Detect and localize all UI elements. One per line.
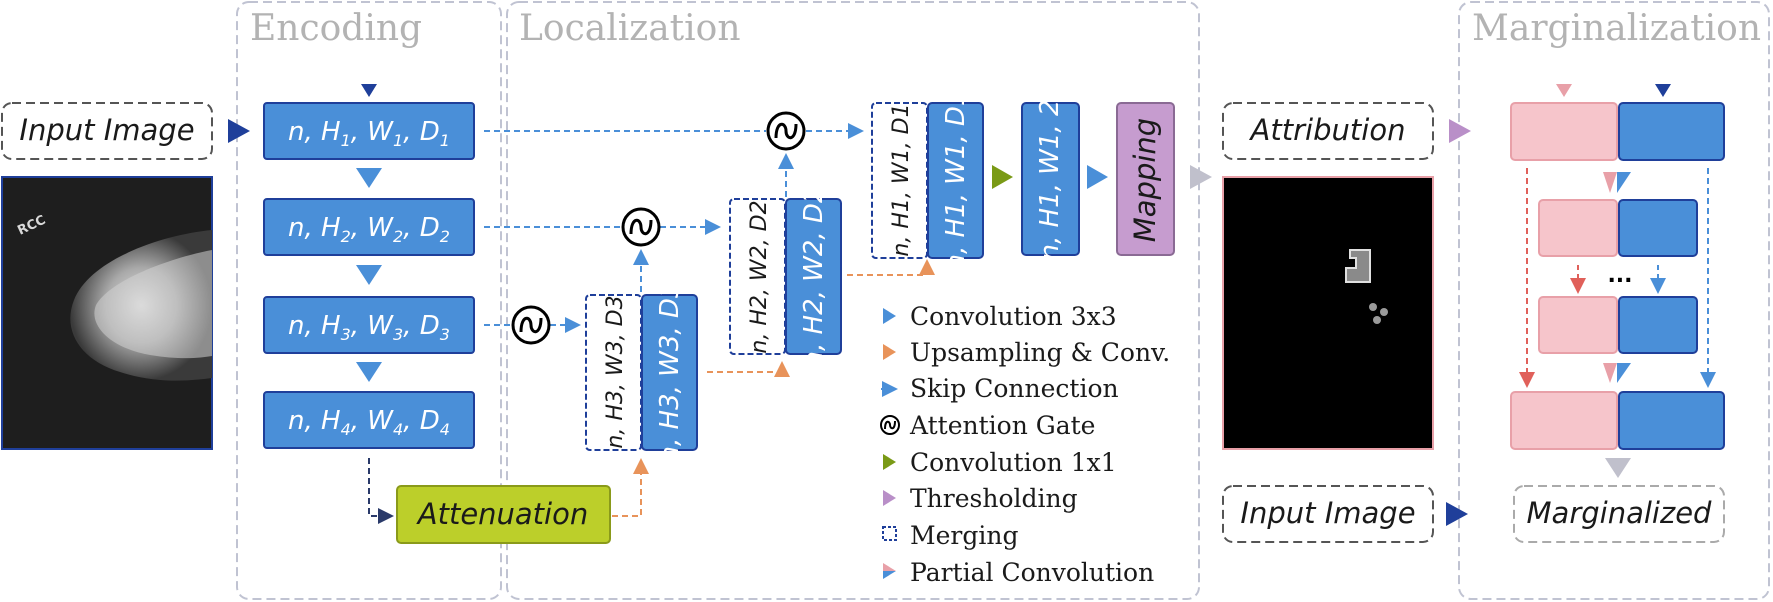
legend-label: Upsampling & Conv. — [910, 338, 1170, 367]
conv-arrow-icon — [356, 362, 382, 382]
encoder-block-2: n, H2, W2, D2 — [263, 198, 475, 256]
purple-triangle-icon — [883, 490, 896, 506]
upsampling-arrow — [707, 361, 790, 377]
svg-text:n, H3, W3, D3: n, H3, W3, D3 — [603, 295, 628, 448]
legend-label: Partial Convolution — [910, 558, 1154, 587]
marginal-block-3 — [1538, 296, 1698, 354]
mammogram-image: RCC — [1, 176, 213, 450]
mapping-box — [1116, 102, 1175, 256]
attention-gate-icon — [880, 415, 900, 435]
attenuation-label: Attenuation — [416, 497, 589, 531]
svg-text:n, H1, W1, D1: n, H1, W1, D1 — [889, 103, 914, 256]
ellipsis: ... — [1607, 263, 1632, 288]
upsampling-arrow — [847, 259, 935, 276]
marginalization-title: Marginalization — [1472, 8, 1761, 49]
legend-label: Thresholding — [910, 484, 1078, 513]
mapping-label: Mapping — [1128, 118, 1162, 242]
attenuation-box — [396, 485, 611, 544]
svg-text:n, H2, W2, D2: n, H2, W2, D2 — [747, 200, 772, 353]
partial-conv-icon — [1603, 363, 1631, 383]
input-arrow-icon — [1446, 502, 1468, 526]
marginal-block-2 — [1538, 199, 1698, 257]
partial-conv-icon — [883, 563, 896, 579]
merging-square-icon — [882, 526, 897, 541]
encoder-block-3: n, H3, W3, D3 — [263, 296, 475, 354]
legend: Convolution 3x3 Upsampling & Conv. Skip … — [880, 302, 1170, 587]
svg-text:n, H2, W2, D2: n, H2, W2, D2 — [799, 187, 829, 368]
svg-text:n, H1, W1, 2: n, H1, W1, 2 — [1035, 100, 1065, 261]
conv-arrow-icon — [356, 265, 382, 285]
pink-input-arrow-icon — [1556, 84, 1572, 97]
legend-label: Skip Connection — [910, 374, 1119, 403]
svg-text:n, H3, W3, D3: n, H3, W3, D3 — [288, 311, 450, 344]
blue-triangle-icon — [883, 308, 896, 324]
localization-title: Localization — [519, 8, 741, 49]
marginalized-label-box — [1513, 485, 1725, 543]
marginalization-section — [1458, 1, 1770, 600]
marginal-block-1 — [1510, 102, 1725, 161]
attribution-label: Attribution — [1249, 113, 1406, 147]
output-block: n, H1, W1, 2 — [1021, 100, 1080, 261]
input-image-label-box-2 — [1222, 485, 1434, 543]
threshold-arrow-icon — [1190, 165, 1212, 189]
partial-conv-icon — [1603, 172, 1631, 193]
attribution-map-image — [1222, 176, 1434, 450]
conv1x1-arrow-icon — [992, 165, 1013, 189]
marginal-block-4 — [1510, 391, 1725, 450]
svg-text:n, H1, W1, D1: n, H1, W1, D1 — [288, 117, 450, 150]
input-image-label-box — [1, 102, 213, 160]
legend-label: Attention Gate — [909, 411, 1095, 440]
encoder-block-4: n, H4, W4, D4 — [263, 391, 475, 449]
svg-text:n, H4, W4, D4: n, H4, W4, D4 — [288, 406, 450, 439]
input-arrow-icon — [228, 119, 250, 143]
decoder-block-1: n, H1, W1, D1 n, H1, W1, D1 — [871, 90, 984, 271]
encoding-title: Encoding — [250, 8, 422, 49]
orange-triangle-icon — [883, 344, 896, 360]
attribution-label-box — [1222, 102, 1434, 160]
legend-label: Convolution 3x3 — [910, 302, 1117, 331]
input-image-label: Input Image — [19, 113, 194, 147]
input-image-label-2: Input Image — [1240, 496, 1415, 530]
blue-input-arrow-icon — [1655, 84, 1671, 97]
svg-text:n, H3, W3, D3: n, H3, W3, D3 — [655, 282, 685, 463]
attention-gate-icon — [621, 207, 661, 247]
conv-arrow-icon — [1087, 165, 1108, 189]
encoding-section — [236, 1, 502, 600]
svg-text:n, H1, W1, D1: n, H1, W1, D1 — [941, 90, 971, 271]
localization-section — [506, 1, 1200, 600]
green-triangle-icon — [883, 454, 896, 470]
attenuation-path — [368, 458, 394, 524]
attenuation-to-decoder — [612, 458, 649, 517]
thresholding-arrow-icon — [1449, 119, 1471, 143]
conv-arrow-icon — [361, 84, 377, 97]
conv-arrow-icon — [356, 168, 382, 188]
attention-gate-icon — [766, 111, 806, 151]
marginalize-arrow-icon — [1605, 458, 1631, 478]
legend-label: Convolution 1x1 — [910, 448, 1117, 477]
marginalized-label: Marginalized — [1527, 496, 1713, 530]
legend-label: Merging — [910, 521, 1018, 550]
decoder-block-3: n, H3, W3, D3 n, H3, W3, D3 — [585, 282, 698, 463]
attention-gate-icon — [511, 305, 551, 345]
decoder-block-2: n, H2, W2, D2 n, H2, W2, D2 — [729, 187, 842, 368]
encoder-block-1: n, H1, W1, D1 — [263, 102, 475, 160]
svg-text:n, H2, W2, D2: n, H2, W2, D2 — [288, 213, 450, 246]
